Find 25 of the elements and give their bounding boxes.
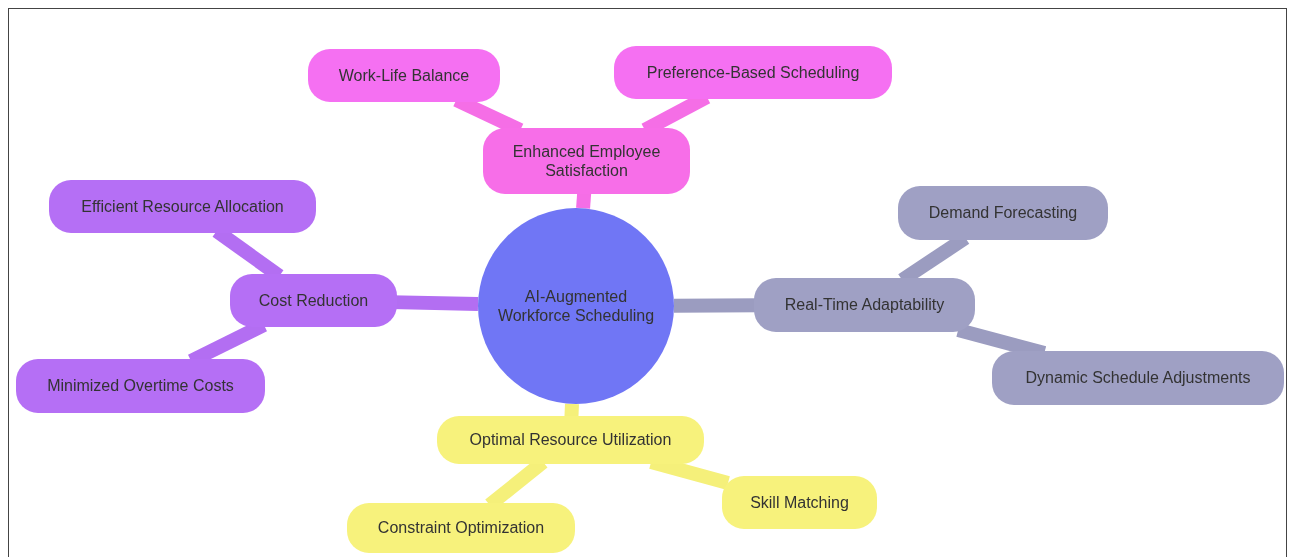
topic-box: [614, 46, 892, 99]
topic-label: Work-Life Balance: [338, 65, 470, 86]
topic-box: [992, 351, 1284, 405]
topic-label: Optimal Resource Utilization: [469, 430, 672, 450]
topic-box: [347, 503, 575, 553]
topic-label: Demand Forecasting: [928, 203, 1078, 223]
topic-box: [754, 278, 975, 332]
topic-box: [230, 274, 397, 327]
topic-label: AI-Augmented Workforce Scheduling: [496, 286, 656, 326]
topic-box: [437, 416, 704, 464]
topic-box: [16, 359, 265, 413]
topic-label: Skill Matching: [750, 492, 849, 513]
topic-box: [898, 186, 1108, 240]
topic-box: [308, 49, 500, 102]
topic-label: Dynamic Schedule Adjustments: [1025, 368, 1251, 388]
topic-label: Real-Time Adaptability: [784, 295, 945, 315]
topic-box: [49, 180, 316, 233]
topic-box: [483, 128, 690, 194]
topic-box: [722, 476, 877, 529]
topic-label: Enhanced Employee Satisfaction: [511, 141, 662, 181]
topic-label: Minimized Overtime Costs: [47, 376, 234, 396]
topic-label: Cost Reduction: [258, 290, 369, 311]
topic-label: Preference-Based Scheduling: [646, 62, 860, 83]
topic-label: Efficient Resource Allocation: [81, 196, 284, 217]
topic-label: Constraint Optimization: [377, 518, 545, 538]
